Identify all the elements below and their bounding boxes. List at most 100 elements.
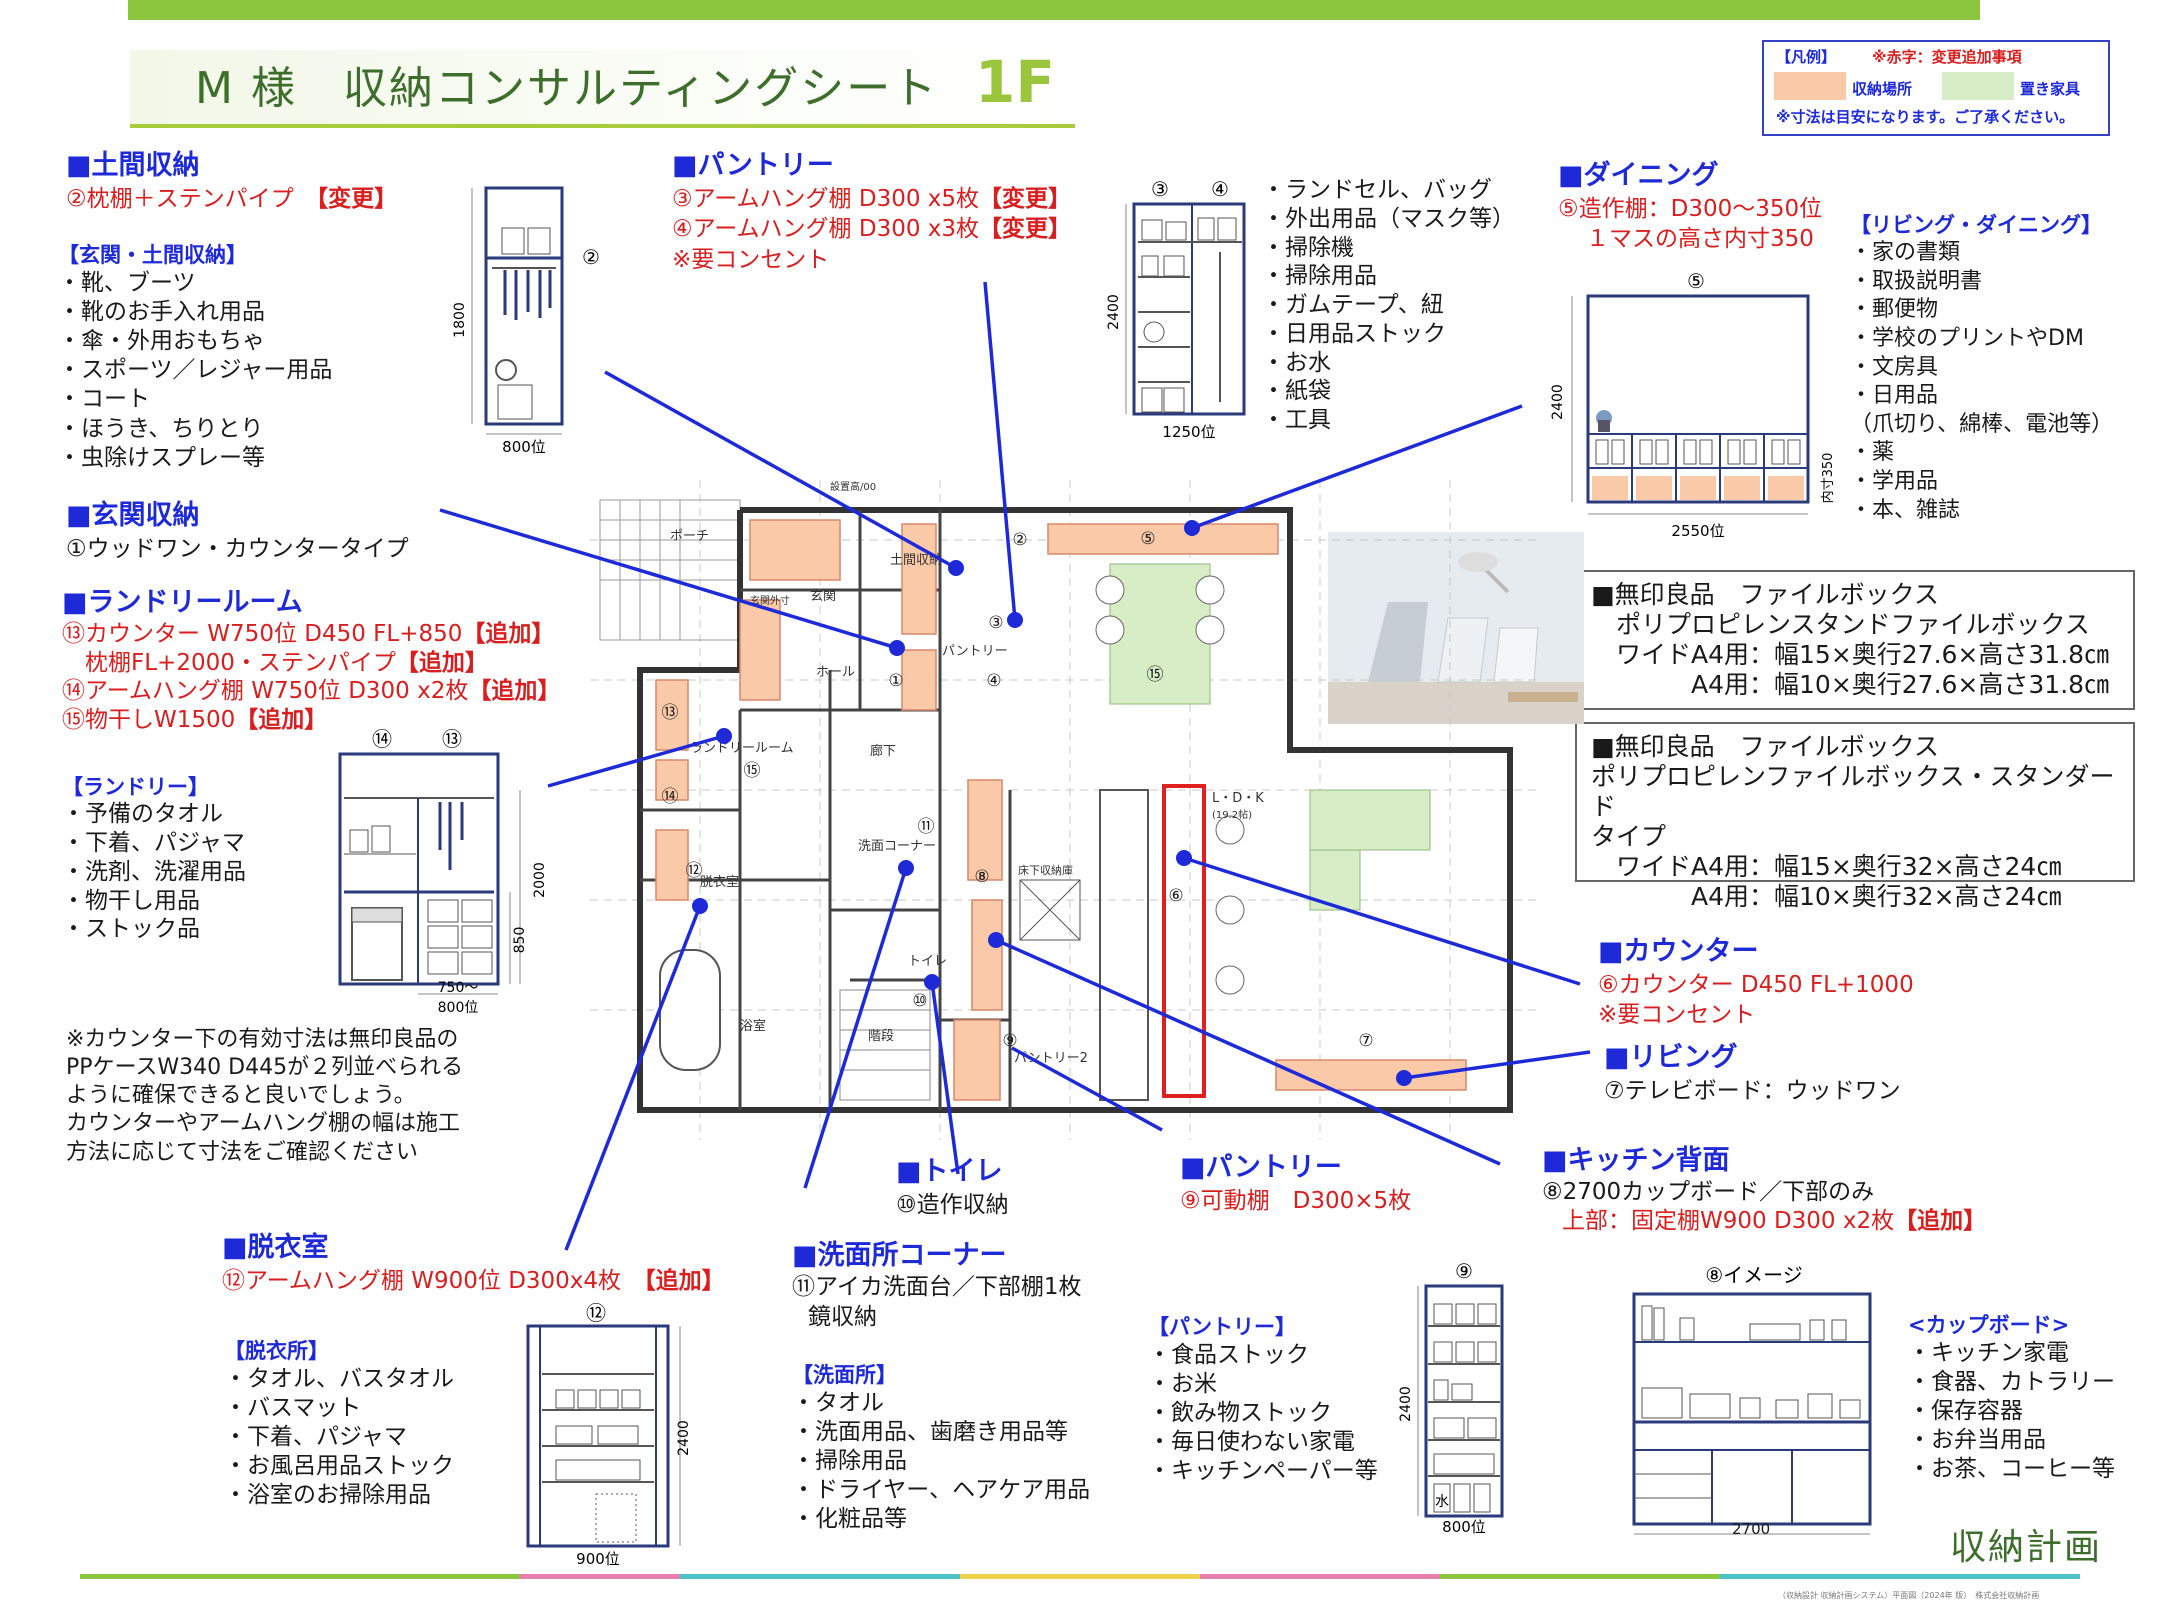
note-line: 方法に応じて寸法をご確認ください [66,1139,419,1165]
marker-4: ④ [986,671,1001,691]
marker-1: ① [888,671,903,691]
laundry-section: ■ランドリールーム ⑬カウンター W750位 D450 FL+850【追加】 枕… [62,586,560,735]
list-item: ・文房具 [1850,354,1939,380]
marker-10: ⑩ [912,991,927,1011]
senmen-heading: ■洗面所コーナー [792,1240,1007,1271]
senmen-spec1: ⑪アイカ洗面台／下部棚1枚 [792,1274,1082,1301]
muji-line: ポリプロピレンスタンドファイルボックス [1591,610,2090,639]
file-box-photo [1328,532,1584,724]
marker-12: ⑫ [686,861,703,881]
datsui-dim-h: 2400 [676,1420,692,1456]
legend-heading: 【凡例】 [1776,48,1837,66]
list-item: ・学校のプリントやDM [1850,326,2084,352]
marker-15: ⑮ [744,761,761,781]
senmen-spec2: 鏡収納 [808,1303,877,1330]
list-item: ・コート [58,386,150,413]
note-line: カウンターやアームハング棚の幅は施工 [66,1111,461,1137]
muji-line: ワイドA4用：幅15×奥行27.6×高さ31.8㎝ [1591,640,2110,669]
room-entry-size: 玄関外寸 [750,594,790,607]
list-item: ・洗剤、洗濯用品 [62,858,246,885]
cupboard-list: <カップボード> ・キッチン家電 ・食器、カトラリー ・保存容器 ・お弁当用品 … [1908,1312,2115,1485]
dining-dim-w: 2550位 [1671,522,1724,540]
pantry-top-figure: ③ ④ 2400 1250位 [1106,177,1246,441]
doma-list: 【玄関・土間収納】 ・靴、ブーツ ・靴のお手入れ用品 ・傘・外用おもちゃ ・スポ… [58,242,332,473]
list-item: ・ガムテープ、紐 [1262,292,1444,318]
marker-3: ③ [988,613,1003,633]
note-line: ※カウンター下の有効寸法は無印良品の [66,1027,459,1052]
list-item: ・掃除用品 [1262,263,1377,290]
dining-fig-label: ⑤ [1687,269,1705,293]
laundry-list-heading: 【ランドリー】 [62,775,209,799]
list-item: ・傘・外用おもちゃ [58,328,265,355]
muji-info-box-1: ■無印良品 ファイルボックス ポリプロピレンスタンドファイルボックス ワイドA4… [1575,570,2135,710]
list-item: ・取扱説明書 [1850,268,1983,294]
laundry-fig-label-13: ⑬ [442,727,462,751]
muji-line: A4用：幅10×奥行27.6×高さ31.8㎝ [1591,670,2110,699]
pantry-bottom-list: 【パントリー】 ・食品ストック ・お米 ・飲み物ストック ・毎日使わない家電 ・… [1148,1314,1378,1487]
pantry-dim-w: 1250位 [1162,423,1215,441]
room-laundry: ランドリールーム [690,741,794,756]
datsui-fig-label: ⑫ [586,1301,606,1325]
list-item: （爪切り、綿棒、電池等） [1850,411,2114,437]
list-item: ・スポーツ／レジャー用品 [58,357,333,384]
room-ldk: L・D・K [1212,791,1264,806]
room-floor-storage: 床下収納庫 [1018,863,1073,877]
marker-11: ⑪ [918,817,935,837]
list-item: ・保存容器 [1908,1398,2023,1425]
laundry-spec: ⑭アームハング棚 W750位 D300 x2枚 [62,678,469,705]
pantry-tag: 【変更】 [979,216,1072,243]
list-item: ・工具 [1262,407,1331,433]
pantry-fig-label-4: ④ [1211,177,1229,201]
list-item: ・キッチンペーパー等 [1148,1458,1378,1485]
company-logo: 収納計画 [1950,1527,2103,1568]
doma-tag: 【変更】 [316,185,398,212]
room-pantry2: パントリー2 [1014,1051,1088,1066]
legend-box: 【凡例】 ※赤字：変更追加事項 収納場所 置き家具 ※寸法は目安になります。ご了… [1762,40,2110,136]
toilet-section: ■トイレ ⑩造作収納 [896,1154,1009,1220]
list-item: ・家の書類 [1850,240,1961,266]
room-entrance: 玄関 [810,589,836,604]
datsui-figure: ⑫ 2400 900位 [526,1301,692,1568]
marker-2: ② [1012,530,1027,550]
pantry-bottom-dim-w: 800位 [1442,1518,1486,1534]
dining-list: 【リビング・ダイニング】 ・家の書類 ・取扱説明書 ・郵便物 ・学校のプリントや… [1850,212,2113,525]
doma-dim-h: 1800 [452,302,468,338]
kitchen-back-tag: 【追加】 [1894,1208,1987,1235]
senmen-list: 【洗面所】 ・タオル ・洗面用品、歯磨き用品等 ・掃除用品 ・ドライヤー、ヘアケ… [792,1362,1090,1535]
list-item: ・外出用品（マスク等） [1262,205,1515,232]
muji-line: A4用：幅10×奥行32×高さ24㎝ [1591,882,2062,911]
cupboard-figure: ⑧イメージ [1632,1263,1872,1535]
laundry-dim-h2: 850 [512,927,528,954]
list-item: ・毎日使わない家電 [1148,1429,1355,1456]
list-item: ・浴室のお掃除用品 [224,1482,431,1509]
room-hall: ホール [816,665,855,680]
muji-line: ポリプロピレンファイルボックス・スタンダード [1591,762,2115,821]
floor-plan: ポーチ 玄関 土間収納 パントリー ホール 廊下 ランドリールーム 洗面コーナー… [590,480,1540,1140]
doma-list-heading: 【玄関・土間収納】 [58,243,247,267]
water-label: 水 [1435,1494,1449,1510]
pantry-spec: ※要コンセント [672,247,830,274]
laundry-figure: ⑭ ⑬ 2000 850 750～ 800位 [338,727,548,1016]
pantry-tag: 【変更】 [979,185,1072,212]
marker-14: ⑭ [662,787,679,807]
list-item: ・お弁当用品 [1908,1427,2046,1454]
list-item: ・靴、ブーツ [58,269,196,296]
laundry-spec: ⑬カウンター W750位 D450 FL+850 [62,620,463,647]
cupboard-fig-label: ⑧イメージ [1705,1263,1803,1287]
pantry-bottom-figure: ⑨ 水 2400 800位 [1398,1259,1504,1534]
legend-storage-label: 収納場所 [1852,80,1913,98]
footer-credit: （収納設計 収納計画システム）平面図（2024年 版） 株式会社収納計画 [1778,1591,2040,1600]
pantry-bottom-spec: ⑨可動棚 D300×5枚 [1180,1187,1412,1214]
list-item: ・洗面用品、歯磨き用品等 [792,1418,1068,1445]
pantry-spec: ③アームハング棚 D300 x5枚 [672,185,980,212]
page-title: M 様 収納コンサルティングシート [195,63,939,114]
list-item: ・本、雑誌 [1850,497,1961,523]
list-item: ・タオル、バスタオル [224,1365,454,1392]
datsui-section: ■脱衣室 ⑫アームハング棚 W900位 D300x4枚 【追加】 [222,1230,725,1296]
legend-storage-swatch [1774,72,1846,100]
pantry-bottom-heading: ■パントリー [1180,1152,1342,1183]
top-accent-bar [128,0,1980,20]
marker-8: ⑧ [974,867,989,887]
room-bath: 浴室 [740,1018,766,1034]
list-item: ・お風呂用品ストック [224,1453,454,1480]
